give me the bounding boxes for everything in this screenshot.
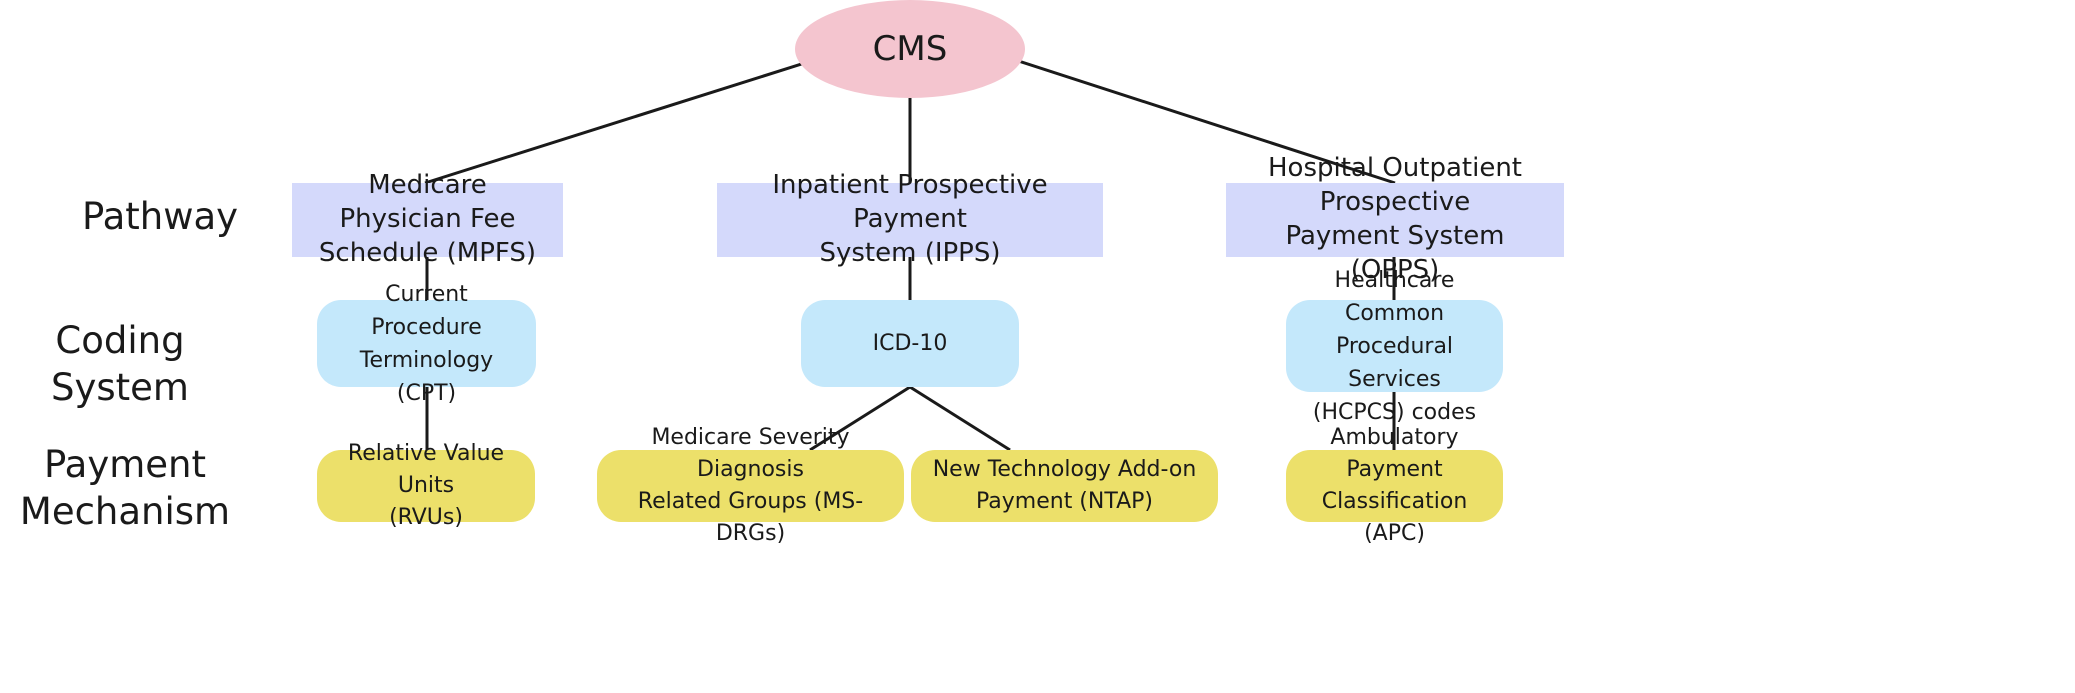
edge-icd-msdrg xyxy=(809,385,911,452)
row-label-coding-system: Coding System xyxy=(51,319,189,409)
row-label-payment-mechanism: Payment Mechanism xyxy=(19,443,231,533)
coding-icd10-box: ICD-10 xyxy=(801,300,1019,387)
row-label-pathway: Pathway xyxy=(81,195,239,238)
payment-rvu-box: Relative Value Units(RVUs) xyxy=(317,441,535,530)
cms-node: CMS xyxy=(795,0,1025,98)
edge-icd-ntap xyxy=(909,385,1011,452)
edge-cms-mpfs xyxy=(424,53,831,185)
edge-cms-opps xyxy=(999,53,1396,185)
cms-label: CMS xyxy=(872,29,948,69)
